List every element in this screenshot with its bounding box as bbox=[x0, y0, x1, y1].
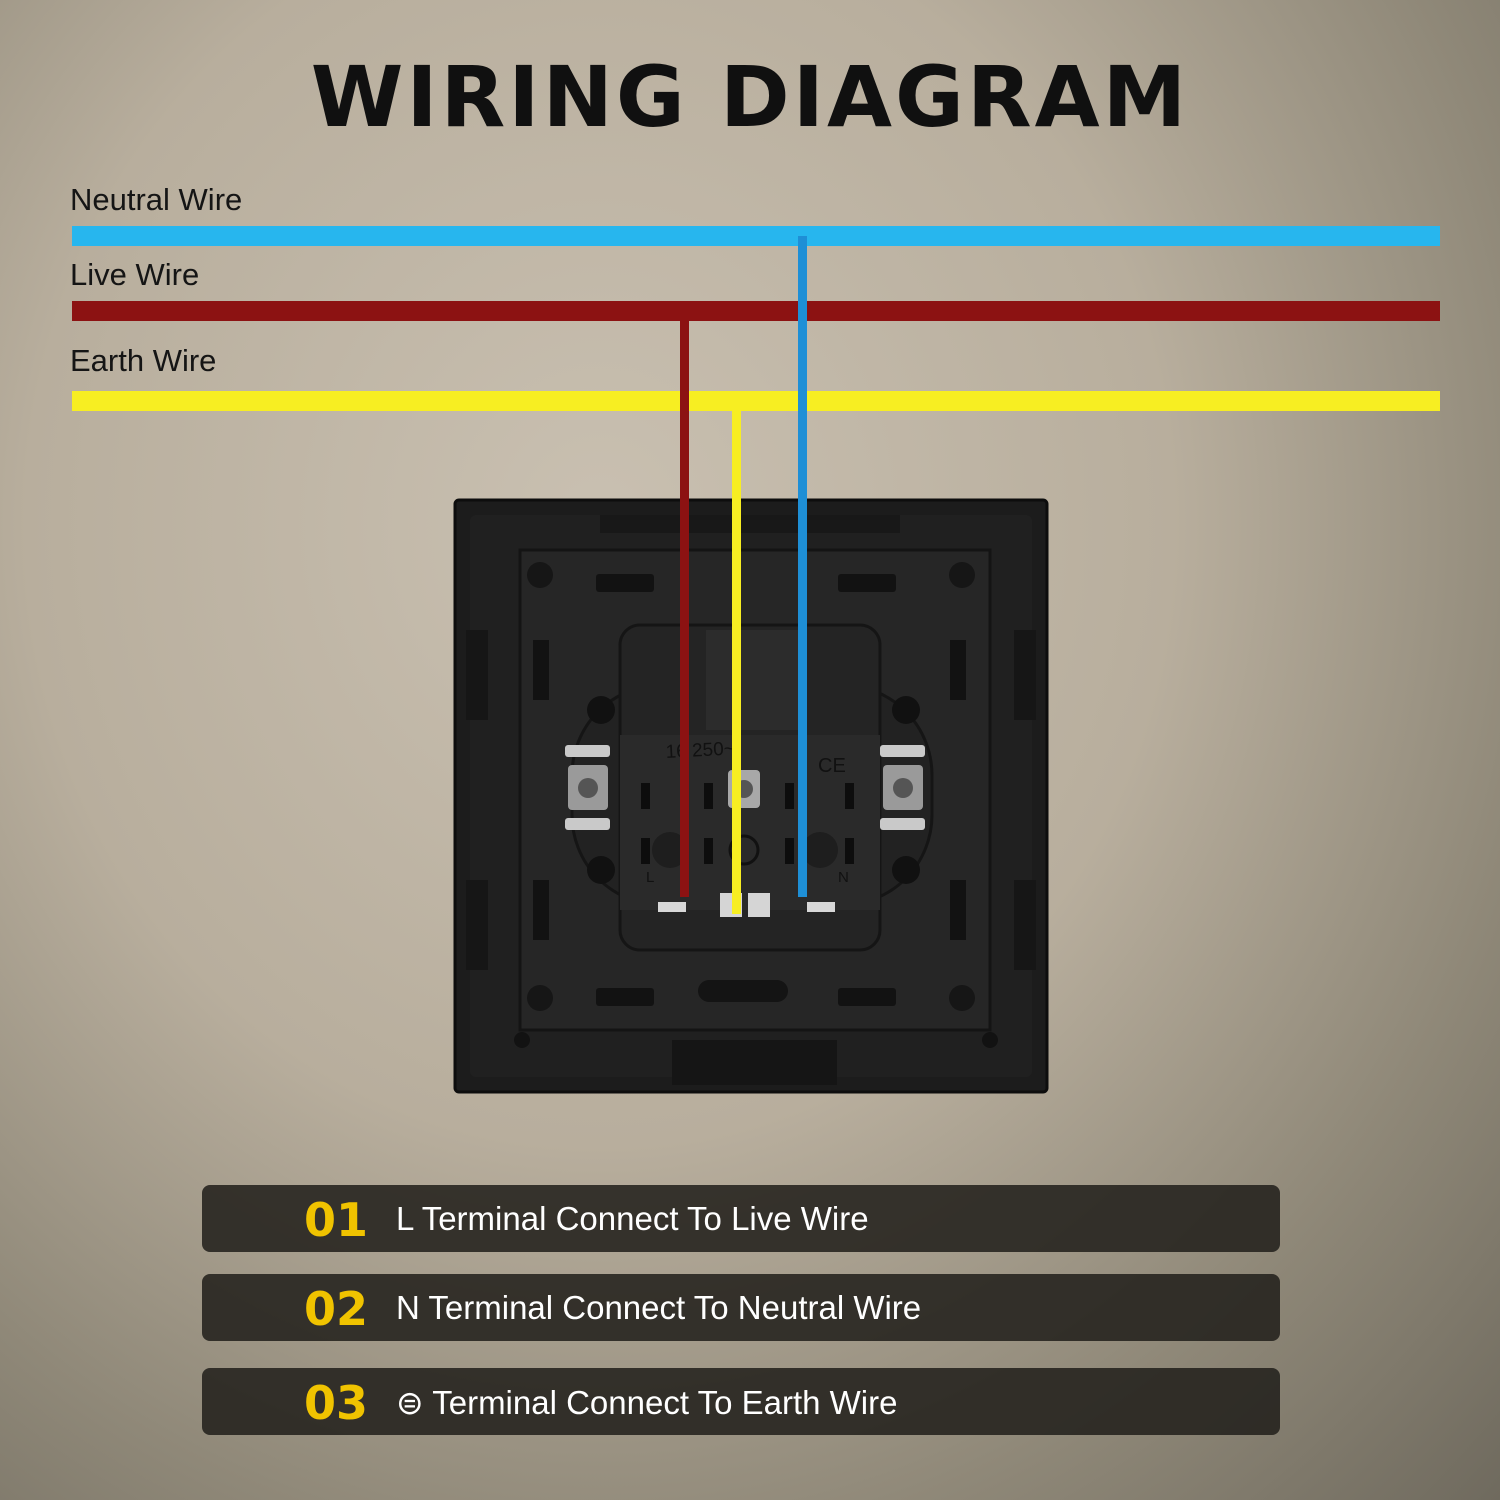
step-number: 01 bbox=[304, 1193, 369, 1247]
step-text: L Terminal Connect To Live Wire bbox=[396, 1200, 869, 1237]
step-row: 03 ⊜ Terminal Connect To Earth Wire bbox=[202, 1368, 1280, 1435]
left-side-terminal bbox=[565, 745, 610, 830]
ce-mark: CE bbox=[818, 755, 846, 777]
earth-wire-label: Earth Wire bbox=[70, 343, 217, 378]
step-row: 02 N Terminal Connect To Neutral Wire bbox=[202, 1274, 1280, 1341]
neutral-wire-label: Neutral Wire bbox=[70, 182, 243, 217]
earth-drop-wire bbox=[732, 409, 741, 914]
diagram-title: WIRING DIAGRAM bbox=[310, 48, 1190, 146]
live-drop-wire bbox=[680, 319, 689, 897]
step-number: 02 bbox=[304, 1282, 369, 1336]
live-wire-label: Live Wire bbox=[70, 257, 200, 292]
neutral-drop-wire bbox=[798, 236, 807, 897]
socket-n-mark: N bbox=[838, 869, 849, 886]
earth-wire bbox=[72, 391, 1440, 411]
step-text: N Terminal Connect To Neutral Wire bbox=[396, 1289, 922, 1326]
right-side-terminal bbox=[880, 745, 925, 830]
socket-rating-text: 16 250~ bbox=[665, 738, 735, 763]
n-terminal-clip bbox=[807, 902, 835, 912]
step-number: 03 bbox=[304, 1376, 369, 1430]
step-text: ⊜ Terminal Connect To Earth Wire bbox=[396, 1384, 898, 1421]
socket-l-mark: L bbox=[646, 869, 654, 886]
live-wire bbox=[72, 301, 1440, 321]
neutral-wire bbox=[72, 226, 1440, 246]
step-row: 01 L Terminal Connect To Live Wire bbox=[202, 1185, 1280, 1252]
l-terminal-clip bbox=[658, 902, 686, 912]
